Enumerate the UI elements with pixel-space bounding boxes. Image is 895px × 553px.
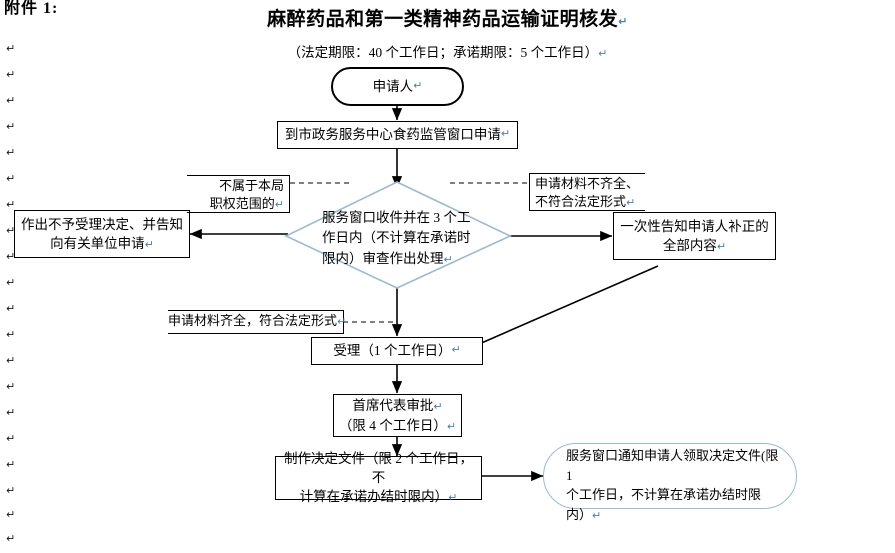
paragraph-mark: ↵ — [6, 147, 16, 159]
paragraph-mark-icon: ↵ — [144, 238, 154, 251]
node-submit-window[interactable]: 到市政务服务中心食药监管窗口申请↵ — [277, 121, 518, 149]
paragraph-mark: ↵ — [6, 329, 16, 341]
paragraph-mark: ↵ — [6, 225, 16, 237]
paragraph-mark: ↵ — [6, 433, 16, 445]
paragraph-mark: ↵ — [6, 121, 16, 133]
node-notify-collect-line2-wrap: 个工作日，不计算在承诺办结时限内）↵ — [566, 485, 780, 524]
paragraph-mark: ↵ — [6, 199, 16, 211]
paragraph-mark-icon: ↵ — [500, 128, 511, 141]
node-chief-approval-line1: 首席代表审批 — [352, 397, 434, 413]
node-reject-acceptance-line2: 向有关单位申请 — [50, 235, 145, 251]
paragraph-mark-icon: ↵ — [274, 199, 284, 212]
paragraph-mark-icon: ↵ — [451, 344, 461, 357]
node-reject-acceptance-line1: 作出不予受理决定、并告知 — [21, 216, 183, 232]
annotation-complete-line1: 申请材料齐全，符合法定形式 — [168, 313, 338, 328]
annotation-incomplete-materials: 申请材料不齐全、 不符合法定形式↵ — [529, 173, 645, 211]
node-make-document[interactable]: 制作决定文件（限 2 个工作日，不 计算在承诺办结时限内）↵ — [275, 451, 482, 504]
node-chief-approval-line2: （限 4 个工作日） — [338, 417, 447, 433]
node-chief-approval-line1-wrap: 首席代表审批↵ — [352, 396, 442, 416]
paragraph-mark: ↵ — [6, 69, 16, 81]
node-chief-approval-line2-wrap: （限 4 个工作日）↵ — [339, 416, 456, 436]
paragraph-mark: ↵ — [6, 95, 16, 107]
node-one-time-notice-line2-wrap: 全部内容↵ — [663, 236, 726, 256]
node-review-decision-line1: 服务窗口收件并在 3 个工 — [322, 210, 471, 225]
node-review-decision-line3: 限内）审查作出处理 — [322, 250, 444, 266]
node-accept[interactable]: 受理（1 个工作日）↵ — [311, 337, 483, 365]
annotation-out-of-scope: 不属于本局 职权范围的↵ — [187, 175, 290, 213]
page-title: 麻醉药品和第一类精神药品运输证明核发↵ — [0, 4, 895, 31]
node-reject-acceptance[interactable]: 作出不予受理决定、并告知 向有关单位申请↵ — [14, 210, 190, 258]
annotation-out-of-scope-line2-wrap: 职权范围的↵ — [187, 195, 284, 214]
node-make-document-line2: 计算在承诺办结时限内） — [299, 489, 449, 505]
paragraph-mark-icon: ↵ — [433, 400, 443, 413]
paragraph-mark: ↵ — [6, 251, 16, 263]
paragraph-mark: ↵ — [6, 533, 16, 545]
paragraph-mark: ↵ — [6, 407, 16, 419]
paragraph-mark: ↵ — [6, 173, 16, 185]
annotation-out-of-scope-line2: 职权范围的 — [209, 196, 275, 212]
paragraph-mark: ↵ — [6, 355, 16, 367]
node-notify-collect-line1: 服务窗口通知申请人领取决定文件(限 1 — [566, 448, 779, 483]
paragraph-mark-icon: ↵ — [618, 16, 628, 28]
paragraph-mark-icon: ↵ — [716, 240, 727, 253]
node-review-decision[interactable]: 服务窗口收件并在 3 个工 作日内（不计算在承诺时 限内）审查作出处理↵ — [322, 208, 471, 269]
annotation-incomplete-line2: 不符合法定形式 — [535, 194, 627, 210]
paragraph-mark-icon: ↵ — [592, 509, 602, 522]
annotation-incomplete-line1: 申请材料不齐全、 — [535, 176, 640, 191]
node-one-time-notice-line1: 一次性告知申请人补正的 — [620, 218, 769, 234]
paragraph-mark: ↵ — [6, 277, 16, 289]
paragraph-mark: ↵ — [6, 485, 16, 497]
node-review-decision-line3-wrap: 限内）审查作出处理↵ — [322, 249, 471, 269]
node-make-document-line2-wrap: 计算在承诺办结时限内）↵ — [300, 487, 458, 507]
node-submit-window-label: 到市政务服务中心食药监管窗口申请 — [284, 127, 501, 143]
paragraph-mark: ↵ — [6, 459, 16, 471]
node-accept-label: 受理（1 个工作日） — [333, 343, 452, 359]
annotation-out-of-scope-line1: 不属于本局 — [218, 178, 284, 193]
annotation-incomplete-line2-wrap: 不符合法定形式↵ — [535, 193, 645, 212]
node-notify-collect[interactable]: 服务窗口通知申请人领取决定文件(限 1 个工作日，不计算在承诺办结时限内）↵ — [543, 443, 797, 522]
node-review-decision-line2: 作日内（不计算在承诺时 — [322, 230, 471, 246]
node-applicant-label: 申请人 — [372, 78, 414, 94]
page-title-text: 麻醉药品和第一类精神药品运输证明核发 — [267, 9, 619, 30]
node-one-time-notice[interactable]: 一次性告知申请人补正的 全部内容↵ — [613, 212, 776, 260]
paragraph-mark: ↵ — [6, 303, 16, 315]
page-subtitle: （法定期限：40 个工作日；承诺期限：5 个工作日）↵ — [0, 41, 895, 61]
node-chief-approval[interactable]: 首席代表审批↵ （限 4 个工作日）↵ — [333, 394, 462, 437]
paragraph-mark-icon: ↵ — [598, 48, 608, 60]
paragraph-mark: ↵ — [6, 43, 16, 55]
paragraph-mark-icon: ↵ — [413, 79, 423, 92]
paragraph-mark-icon: ↵ — [626, 197, 636, 210]
page-subtitle-text: （法定期限：40 个工作日；承诺期限：5 个工作日） — [287, 45, 599, 60]
node-one-time-notice-line2: 全部内容 — [662, 237, 717, 253]
node-make-document-line1: 制作决定文件（限 2 个工作日，不 — [284, 451, 473, 486]
paragraph-mark: ↵ — [6, 381, 16, 393]
annotation-complete-materials: 申请材料齐全，符合法定形式↵ — [168, 310, 346, 334]
node-applicant[interactable]: 申请人↵ — [331, 67, 464, 106]
annotation-complete-line1-wrap: 申请材料齐全，符合法定形式↵ — [168, 312, 346, 331]
paragraph-mark-icon: ↵ — [443, 253, 453, 266]
paragraph-mark-icon: ↵ — [448, 492, 458, 505]
paragraph-mark-icon: ↵ — [337, 316, 347, 328]
node-reject-acceptance-line2-wrap: 向有关单位申请↵ — [50, 234, 154, 254]
paragraph-mark: ↵ — [6, 509, 16, 521]
node-notify-collect-line2: 个工作日，不计算在承诺办结时限内） — [566, 487, 762, 522]
attachment-label: 附件 1: — [4, 0, 59, 17]
connector-notice-to-accept — [469, 265, 659, 349]
paragraph-mark-icon: ↵ — [446, 420, 457, 433]
